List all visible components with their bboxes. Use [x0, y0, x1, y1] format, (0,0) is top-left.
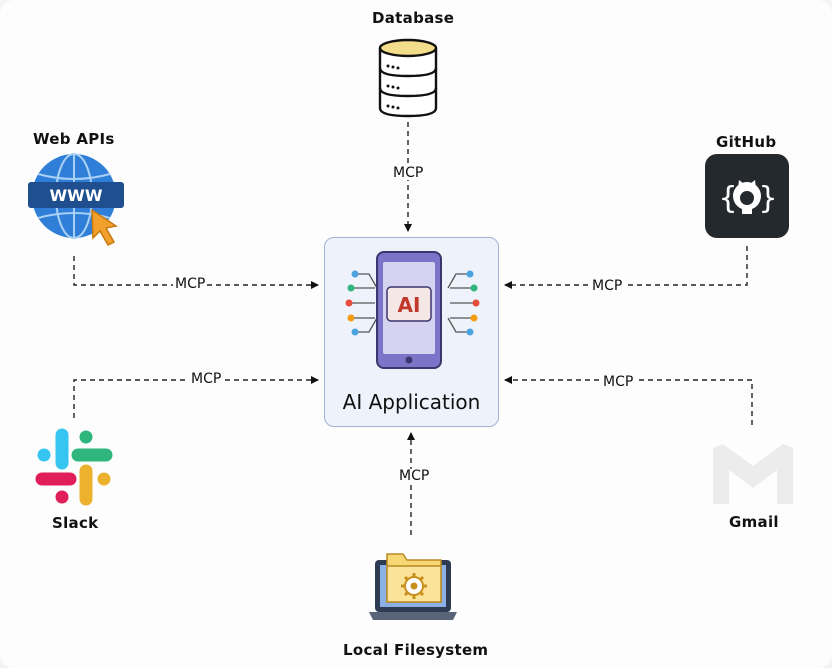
mcp-label-local-fs: MCP [397, 468, 432, 484]
github-icon: { } [705, 154, 789, 238]
edge-gmail [504, 376, 753, 425]
slack-icon [35, 428, 113, 506]
hub-title: AI Application [342, 390, 481, 414]
node-label-local-filesystem: Local Filesystem [343, 641, 489, 659]
database-icon [378, 38, 438, 118]
edge-github [504, 246, 748, 289]
gmail-icon [713, 444, 793, 504]
svg-text:{: { [719, 181, 737, 216]
node-label-gmail: Gmail [729, 513, 779, 531]
mcp-label-slack: MCP [189, 371, 224, 387]
mcp-label-github: MCP [590, 278, 625, 294]
mcp-label-gmail: MCP [601, 374, 636, 390]
node-label-database: Database [372, 9, 455, 27]
mcp-label-web-apis: MCP [173, 276, 208, 292]
edge-slack [73, 376, 319, 418]
mcp-label-database: MCP [391, 165, 426, 181]
ai-application-node: AI AI Application [324, 237, 499, 427]
laptop-folder-icon [369, 553, 457, 620]
node-label-slack: Slack [52, 514, 99, 532]
svg-text:}: } [759, 181, 777, 216]
node-label-web-apis: Web APIs [33, 130, 115, 148]
phone-ai-icon: AI [345, 251, 480, 369]
node-label-github: GitHub [716, 133, 777, 151]
ai-chip-text: AI [398, 293, 421, 317]
globe-www-icon: WWW [28, 153, 124, 246]
www-badge-text: WWW [50, 186, 103, 205]
edge-web-apis [73, 256, 319, 289]
